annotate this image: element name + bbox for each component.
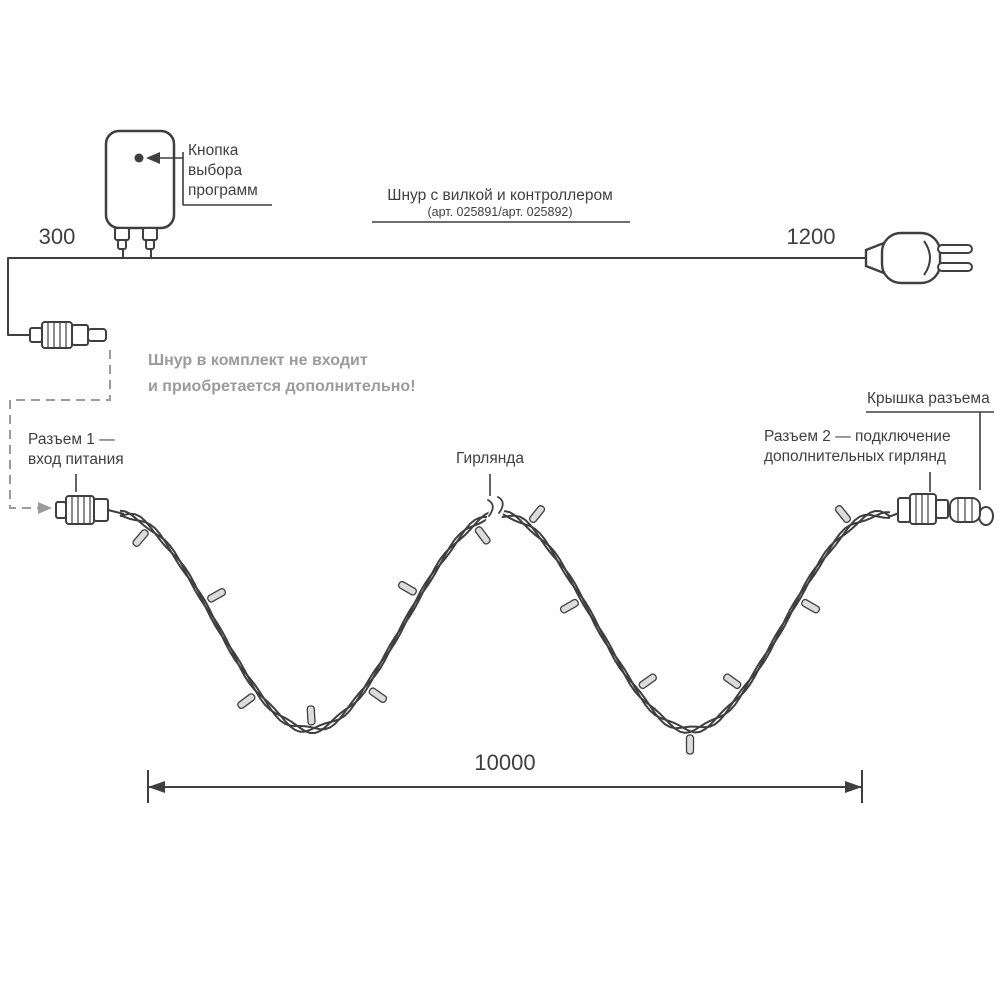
program-button-dot (134, 153, 144, 163)
program-button-label-line2: выбора (188, 162, 243, 179)
program-button-label: Кнопка выбора программ (188, 141, 258, 201)
connector-cap (949, 497, 994, 526)
dimension-300-label: 300 (38, 224, 76, 249)
garland-light (559, 598, 579, 614)
program-button-label-line3: программ (188, 182, 258, 199)
garland-strand (119, 509, 891, 734)
garland-label: Гирлянда (456, 450, 524, 467)
connector2-label: Разъем 2 — подключение дополнительных ги… (764, 427, 951, 467)
cap-callout-line (866, 411, 994, 490)
cap-label: Крышка разъема (867, 390, 990, 407)
controller-box (104, 129, 176, 250)
dimension-arrow-left (148, 781, 165, 793)
not-included-note: Шнур в комплект не входит и приобретаетс… (148, 348, 416, 400)
garland-light (723, 673, 742, 690)
garland-light (368, 687, 388, 704)
connector1-label: Разъем 1 — вход питания (28, 430, 124, 470)
garland-light (834, 505, 852, 524)
dimension-garland-length (147, 770, 863, 803)
garland-break-mark (484, 492, 510, 528)
garland-light (638, 673, 657, 690)
garland-light (474, 526, 491, 545)
button-callout-arrowhead (146, 152, 160, 164)
dimension-10000-label: 10000 (474, 750, 536, 775)
garland-light (207, 588, 227, 603)
program-button-label-line1: Кнопка (188, 142, 239, 159)
not-included-note-line2: и приобретается дополнительно! (148, 378, 416, 395)
connector1-label-line1: Разъем 1 — (28, 431, 115, 448)
garland-wire (119, 505, 891, 755)
loose-connector (29, 321, 107, 349)
garland-light (801, 598, 821, 614)
garland-light (237, 693, 256, 710)
cord-article-label: (арт. 025891/арт. 025892) (427, 205, 573, 219)
callout-lines (75, 152, 994, 496)
dashed-leader-arrowhead (38, 502, 52, 514)
connector-2 (887, 493, 949, 525)
connector2-label-line1: Разъем 2 — подключение (764, 428, 951, 445)
power-plug (864, 231, 973, 285)
not-included-note-line1: Шнур в комплект не входит (148, 352, 368, 369)
connector-1 (55, 495, 125, 525)
connector1-label-line2: вход питания (28, 451, 124, 468)
dimension-arrow-right (845, 781, 862, 793)
garland-strand (119, 510, 891, 734)
power-cord-line (7, 248, 869, 336)
cord-label: Шнур с вилкой и контроллером (387, 187, 613, 204)
garland-light (306, 705, 316, 726)
garland-light (132, 529, 149, 547)
garland-light (685, 734, 695, 755)
garland-strand (119, 510, 891, 734)
button-callout-line (160, 152, 272, 206)
dimension-1200-label: 1200 (786, 224, 836, 249)
garland-light (397, 580, 417, 596)
connector2-label-line2: дополнительных гирлянд (764, 448, 946, 465)
garland-light (528, 505, 546, 524)
dashed-leader (9, 350, 111, 514)
